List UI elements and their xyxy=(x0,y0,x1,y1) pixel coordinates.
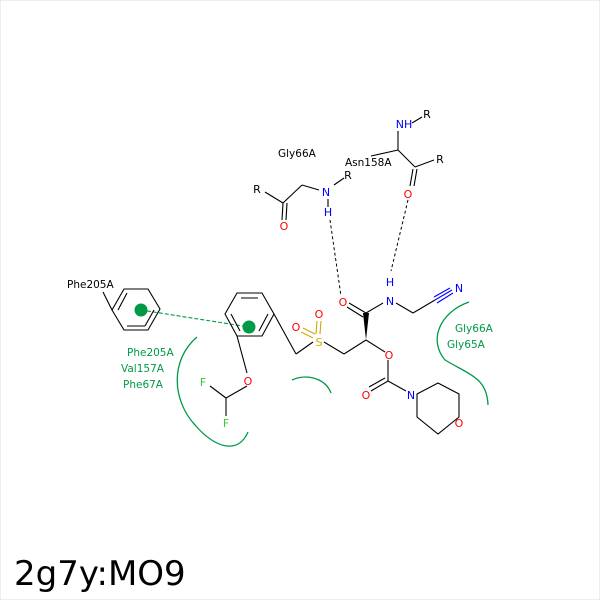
atom-o-ester: O xyxy=(385,349,394,362)
residue-phe67: Phe67A xyxy=(123,379,164,391)
atom-o-morpholine: O xyxy=(455,417,464,430)
atom-s-sulfonyl: S xyxy=(316,336,323,349)
atom-n-morpholine: N xyxy=(407,389,415,402)
atom-o-ether: O xyxy=(244,375,253,388)
atom-o-sulfonyl-left: O xyxy=(292,321,301,334)
atom-h-gly: H xyxy=(324,206,332,219)
atom-r-gly-n: R xyxy=(344,169,352,182)
hbond-asn158-h-amide xyxy=(390,199,409,272)
residue-gly66-top: Gly66A xyxy=(278,148,317,160)
atom-n-gly: N xyxy=(322,186,330,199)
phe205-stub xyxy=(102,291,113,311)
atom-o-gly: O xyxy=(280,220,289,233)
arc-icon xyxy=(291,376,332,394)
filled-circle-icon xyxy=(242,320,256,334)
structure-id-caption: 2g7y:MO9 xyxy=(14,554,186,594)
atom-o-amide: O xyxy=(339,296,348,309)
atom-r-top-right: R xyxy=(436,153,444,166)
atom-n-nitrile: N xyxy=(455,282,463,295)
stereo-wedge xyxy=(363,313,369,340)
residue-phe205-top: Phe205A xyxy=(67,279,114,291)
atom-r-gly-c: R xyxy=(253,183,261,196)
bonds xyxy=(102,116,460,435)
atom-o-carbonyl: O xyxy=(362,389,371,402)
hydrophobic-contacts xyxy=(176,301,489,447)
atom-f-left: F xyxy=(200,376,206,389)
filled-circle-icon xyxy=(134,303,148,317)
arc-icon xyxy=(436,301,489,406)
atom-h-amide: H xyxy=(386,276,394,289)
arc-icon xyxy=(176,336,249,447)
residue-asn158: Asn158A xyxy=(345,157,392,169)
atom-nh-top: NH xyxy=(396,118,413,131)
residue-gly65: Gly65A xyxy=(447,339,486,351)
atom-labels: NH R R O N H R R O H N N O O O S O O N O… xyxy=(200,108,464,430)
atom-o-sulfonyl-top: O xyxy=(315,308,324,321)
hydrogen-bonds xyxy=(329,199,409,297)
morpholine-ring xyxy=(416,382,460,435)
residue-phe205-contact: Phe205A xyxy=(127,347,174,359)
residue-val157: Val157A xyxy=(121,363,165,375)
hbond-gly66-o-amide xyxy=(329,219,342,297)
residue-labels: Gly66A Asn158A Phe205A Phe205A Val157A P… xyxy=(67,148,494,391)
atom-f-bottom: F xyxy=(223,417,229,430)
atom-n-amide: N xyxy=(386,295,394,308)
atom-r-top-nh: R xyxy=(423,108,431,121)
residue-gly66-right: Gly66A xyxy=(455,323,494,335)
atom-o-top: O xyxy=(404,188,413,201)
